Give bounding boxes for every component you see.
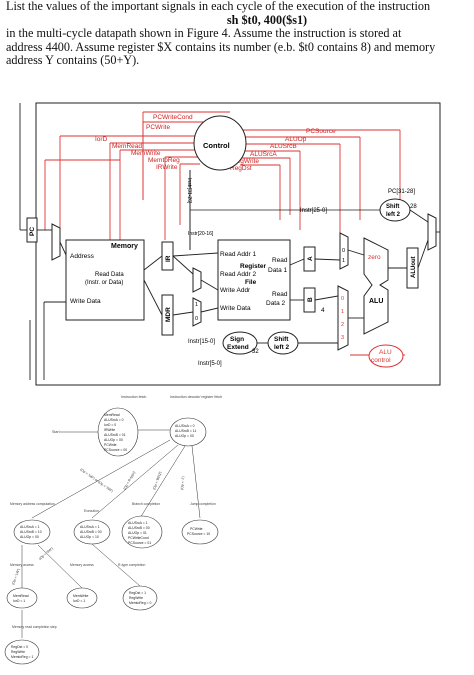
svg-text:3: 3: [341, 335, 344, 341]
reg-data1: Data 1: [268, 267, 288, 274]
pcsource-mux: [427, 213, 437, 251]
pc-31-28: PC[31-28]: [388, 189, 415, 195]
alusrca-mux: [339, 232, 349, 270]
reg-read-addr-1: Read Addr 1: [220, 251, 257, 258]
svg-text:left 2: left 2: [274, 344, 290, 351]
instr-20-16: Instr[20-16]: [188, 231, 214, 237]
aluout-label: ALUout: [411, 256, 417, 278]
svg-text:Shift: Shift: [274, 336, 289, 343]
svg-text:control: control: [371, 357, 391, 364]
label-alusrca: ALUSrcA: [250, 151, 277, 158]
label-aluop: ALUOp: [285, 136, 307, 143]
svg-text:Sign: Sign: [230, 336, 244, 343]
reg-register: Register: [240, 263, 266, 270]
svg-text:0: 0: [342, 248, 345, 254]
instr-25-0: Instr[25-0]: [300, 208, 327, 214]
memory-read-data: Read Data: [95, 272, 124, 278]
label-pcwritecond: PCWriteCond: [153, 114, 193, 121]
question-line-4: address 4400. Assume register $X contain…: [6, 39, 436, 54]
label-pcwrite: PCWrite: [146, 124, 170, 131]
data-wires: [19, 103, 440, 380]
constant-four: 4: [321, 307, 325, 314]
svg-text:0: 0: [341, 296, 344, 302]
question-line-3: in the multi-cycle datapath shown in Fig…: [6, 26, 402, 41]
ir-label: IR: [165, 255, 172, 262]
control-unit: [193, 115, 247, 171]
memtoreg-mux: [192, 297, 202, 327]
svg-text:1: 1: [195, 302, 198, 308]
reg-file: File: [245, 279, 257, 286]
reg-data2: Data 2: [266, 300, 286, 307]
label-memtoreg: MemtoReg: [148, 157, 180, 164]
label-regwrite: RegWrite: [232, 158, 259, 165]
iord-mux: [51, 223, 61, 261]
instr-5-0: Instr[5-0]: [198, 361, 222, 367]
op-field-label: Instr[31-26]: [186, 178, 192, 204]
label-memwrite: MemWrite: [131, 150, 161, 157]
alu-zero: zero: [368, 254, 381, 261]
datapath-frame: [35, 102, 441, 386]
reg-read-addr-2: Read Addr 2: [220, 271, 257, 278]
alu-control: [368, 344, 404, 368]
control-lines: [44, 111, 405, 356]
svg-text:2: 2: [341, 322, 344, 328]
label-irwrite: IRWrite: [156, 164, 178, 171]
svg-text:1: 1: [342, 258, 345, 264]
question-line-5: address Y contains (50+Y).: [6, 53, 140, 68]
control-label: Control: [203, 141, 230, 150]
label-iord: IorD: [95, 136, 108, 143]
mdr-label: MDR: [165, 307, 172, 322]
control-signal-labels: PCWriteCond PCWrite IorD MemRead MemWrit…: [95, 114, 336, 172]
svg-text:Extend: Extend: [227, 344, 249, 351]
memory-block: [65, 239, 145, 321]
question-line-1: List the values of the important signals…: [6, 0, 431, 13]
label-memread: MemRead: [112, 143, 142, 150]
memory-write-data: Write Data: [70, 298, 101, 305]
label-regdst: RegDst: [230, 165, 252, 172]
reg-read: Read: [272, 257, 288, 264]
alu: [363, 237, 389, 335]
svg-text:1: 1: [341, 309, 344, 315]
svg-text:Shift: Shift: [386, 204, 399, 210]
svg-text:28: 28: [410, 204, 417, 210]
label-alusrcb: ALUSrcB: [270, 143, 297, 150]
svg-text:32: 32: [252, 349, 259, 355]
register-file: [217, 239, 291, 321]
label-pcsource: PCSource: [306, 128, 336, 135]
svg-text:left 2: left 2: [386, 212, 401, 218]
reg-write-addr: Write Addr: [220, 287, 251, 294]
a-label: A: [307, 256, 314, 261]
memory-title: Memory: [111, 243, 138, 250]
instr-15-0: Instr[15-0]: [188, 339, 215, 345]
reg-read-2: Read: [272, 291, 288, 298]
b-label: B: [307, 297, 314, 302]
memory-instr-or-data: (Instr. or Data): [85, 280, 123, 286]
reg-write-data: Write Data: [220, 305, 251, 312]
svg-text:ALU: ALU: [379, 349, 392, 356]
instruction: sh $t0, 400($s1): [226, 12, 308, 27]
regdst-mux: [192, 267, 202, 293]
question-text: List the values of the important signals…: [6, 0, 468, 68]
alu-label: ALU: [369, 298, 383, 305]
alusrcb-mux: [337, 285, 349, 351]
svg-text:0: 0: [195, 316, 198, 322]
memory-address: Address: [70, 253, 95, 260]
pc-label: PC: [29, 227, 36, 236]
